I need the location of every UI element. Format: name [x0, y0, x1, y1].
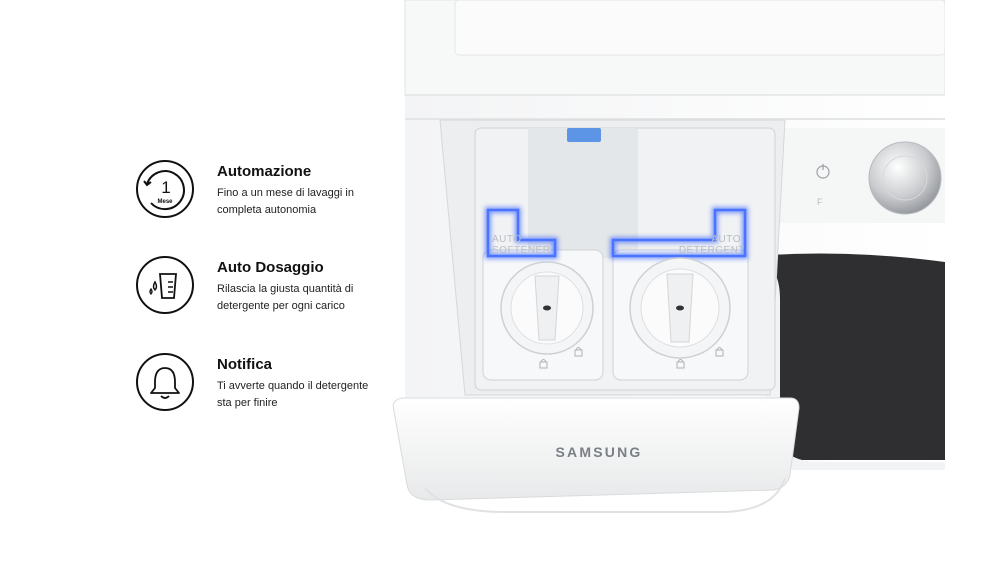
monthly-calendar-icon: 1 Mese [136, 160, 194, 218]
measuring-cup-icon [136, 256, 194, 314]
panel-mark: F [817, 197, 823, 207]
lock-icon [676, 359, 685, 369]
feature-description: Ti avverte quando il detergente sta per … [217, 378, 392, 412]
softener-highlight [486, 208, 557, 258]
unlock-icon [574, 347, 583, 357]
calendar-number: 1 [161, 178, 170, 197]
feature-description-line: Fino a un mese di lavaggi in [217, 187, 354, 199]
dispenser-tray: AUTO SOFTENER AUTO DETERGENT [439, 119, 786, 396]
softener-dial[interactable] [500, 261, 594, 355]
feature-description-line: Ti avverte quando il detergente [217, 380, 369, 392]
detergent-label-bottom: DETERGENT [679, 245, 745, 256]
unlock-icon [715, 347, 724, 357]
feature-description-line: sta per finire [217, 397, 278, 409]
feature-description: Fino a un mese di lavaggi in completa au… [217, 185, 392, 219]
control-panel: F [780, 128, 945, 223]
calendar-caption: Mese [157, 199, 173, 205]
feature-description: Rilascia la giusta quantità di detergent… [217, 281, 392, 315]
feature-auto-dosaggio: Auto Dosaggio Rilascia la giusta quantit… [136, 256, 396, 320]
detergent-highlight [611, 208, 747, 258]
bell-icon [136, 353, 194, 411]
feature-title: Auto Dosaggio [217, 259, 324, 276]
feature-title: Notifica [217, 356, 273, 373]
softener-label-bottom: SOFTENER [492, 245, 550, 256]
feature-notifica: Notifica Ti avverte quando il detergente… [136, 353, 396, 417]
detergent-label-top: AUTO [711, 234, 741, 245]
program-dial [868, 141, 942, 215]
feature-automazione: 1 Mese Automazione Fino a un mese di lav… [136, 160, 396, 224]
washing-machine-illustration: F AUTO SOFTENER AUTO [385, 0, 946, 556]
drawer-front[interactable]: SAMSUNG [392, 397, 800, 513]
clip-tab [567, 128, 601, 142]
feature-description-line: Rilascia la giusta quantità di [217, 283, 354, 295]
feature-title: Automazione [217, 163, 312, 180]
feature-description-line: completa autonomia [217, 204, 317, 216]
detergent-dial[interactable] [629, 257, 731, 359]
softener-label-top: AUTO [492, 234, 522, 245]
brand-logo: SAMSUNG [556, 444, 643, 460]
lock-icon [539, 359, 548, 369]
feature-description-line: detergente per ogni carico [217, 300, 345, 312]
